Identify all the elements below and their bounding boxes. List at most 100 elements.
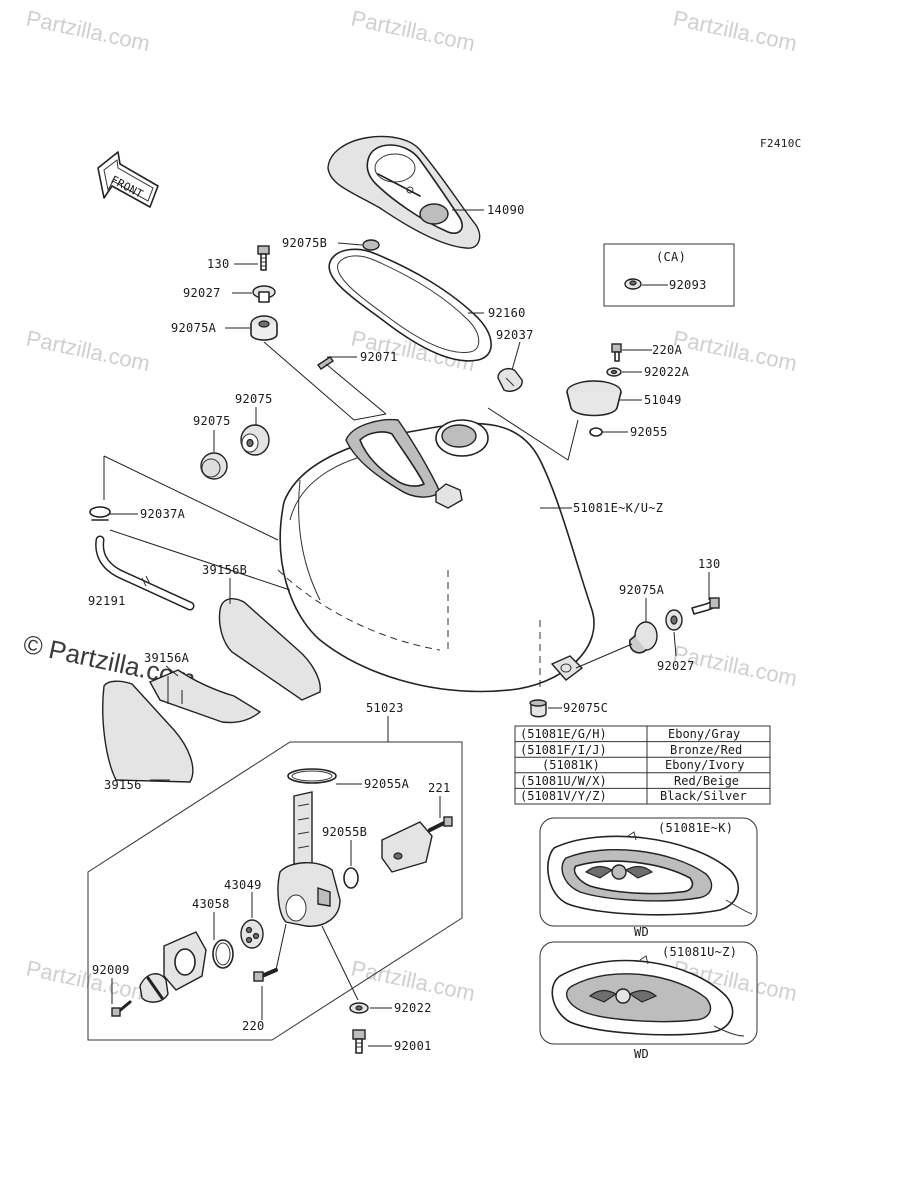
grommet-92075C [529,699,547,718]
watermark: Partzilla.com [349,5,477,56]
color-row-color: Ebony/Ivory [665,758,744,772]
valve-plate [163,931,207,991]
grommet-92075B [362,239,380,251]
callout-130-right: 130 [698,557,721,571]
callout-92027-top: 92027 [183,286,221,300]
callout-51023: 51023 [366,701,404,715]
watermark-text: Partzilla.com [671,325,799,376]
color-table-row: (51081F/I/J) Bronze/Red [520,743,742,757]
callout-39156B: 39156B [202,563,247,577]
lever-knob [139,973,169,1003]
wing-emblem-icon [588,988,658,1004]
color-row-code: (51081V/Y/Z) [520,789,607,803]
side-cover-39156 [102,680,194,783]
cover-gasket [328,248,492,362]
clip-92037A [89,506,111,521]
color-row-code: (51081U/W/X) [520,774,607,788]
screw-221 [428,816,453,832]
watermark-text: Partzilla.com [24,5,152,56]
diagram-code: F2410C [760,137,802,150]
color-row-color: Ebony/Gray [668,727,740,741]
callout-92037A: 92037A [140,507,186,521]
callout-51081EKUZ: 51081E~K/U~Z [573,501,663,515]
bolt-130-right [691,597,720,615]
cover-plate-right [381,821,433,873]
fuel-tank-51081 [277,418,595,693]
damper-92075A-right [629,621,658,654]
color-table-row: (51081U/W/X) Red/Beige [520,774,739,788]
callout-92022: 92022 [394,1001,432,1015]
watermark: Partzilla.com [349,955,477,1006]
callout-92160: 92160 [488,306,526,320]
callout-39156A: 39156A [144,651,190,665]
color-row-color: Bronze/Red [670,743,742,757]
color-row-color: Red/Beige [674,774,739,788]
oring-92055B [343,867,359,889]
leader-lines [103,209,710,1047]
petcock-assembly-frame [87,716,463,1041]
hose-92191 [95,535,195,611]
color-row-code: (51081E/G/H) [520,727,607,741]
side-cover-39156A [149,669,262,724]
callout-43058: 43058 [192,897,230,911]
gasket-92055A [287,768,337,784]
decal-box-51081E-K: (51081E~K) WD [539,817,758,939]
damper-92075-a [200,452,228,480]
callout-92191: 92191 [88,594,126,608]
oring-43058 [212,939,234,969]
callout-92055A: 92055A [364,777,410,791]
decal-box-caption: WD [634,1047,649,1061]
decal-box-caption: WD [634,925,649,939]
callout-39156: 39156 [104,778,142,792]
collar-92027-right [665,609,683,631]
screw-220 [253,968,278,982]
screw-92009 [111,1000,132,1017]
callout-221: 221 [428,781,451,795]
color-table-row: (51081V/Y/Z) Black/Silver [520,789,747,803]
callout-92055: 92055 [630,425,668,439]
ca-variant-box: (CA) [603,243,735,307]
watermark: Partzilla.com [671,325,799,376]
callout-92075A-right: 92075A [619,583,665,597]
callout-43049: 43049 [224,878,262,892]
watermark-text: Partzilla.com [24,325,152,376]
watermark: Partzilla.com [24,5,152,56]
wing-emblem-icon [584,864,654,880]
clip-92071 [316,356,335,370]
callout-130-top: 130 [207,257,230,271]
callout-labels: 14090 92075B 130 92027 92075A 92160 9203… [88,203,721,1053]
color-table-row: (51081E/G/H) Ebony/Gray [520,727,740,741]
callout-51049: 51049 [644,393,682,407]
callout-92009: 92009 [92,963,130,977]
callout-92027-right: 92027 [657,659,695,673]
bolt-92001 [352,1029,366,1054]
watermark: Partzilla.com [24,325,152,376]
callout-220A: 220A [652,343,683,357]
watermark-text: Partzilla.com [349,5,477,56]
callout-92022A: 92022A [644,365,690,379]
fuel-cock-body [277,791,341,927]
washer-92022 [349,1002,369,1014]
tank-decal-illustration [551,955,745,1037]
callout-92075B: 92075B [282,236,327,250]
callout-14090: 14090 [487,203,525,217]
callout-92075A-top: 92075A [171,321,217,335]
callout-92071: 92071 [360,350,398,364]
callout-92075-b: 92075 [235,392,273,406]
color-table-row: (51081K) Ebony/Ivory [542,758,744,772]
ca-box-title: (CA) [656,250,686,264]
collar-92027-top [252,285,276,303]
callout-92037: 92037 [496,328,534,342]
tank-decal-illustration [547,831,753,916]
washer-92022A [606,367,622,377]
callout-220: 220 [242,1019,265,1033]
callout-92001: 92001 [394,1039,432,1053]
decal-box-51081U-Z: (51081U~Z) WD [539,941,758,1061]
color-variant-table: (51081E/G/H) Ebony/Gray (51081F/I/J) Bro… [514,725,771,805]
color-row-code: (51081K) [542,758,600,772]
watermark-text: Partzilla.com [349,955,477,1006]
decal-box-title: (51081E~K) [658,821,733,835]
bolt-130-top [257,245,270,271]
copyright-symbol: © [21,629,46,662]
